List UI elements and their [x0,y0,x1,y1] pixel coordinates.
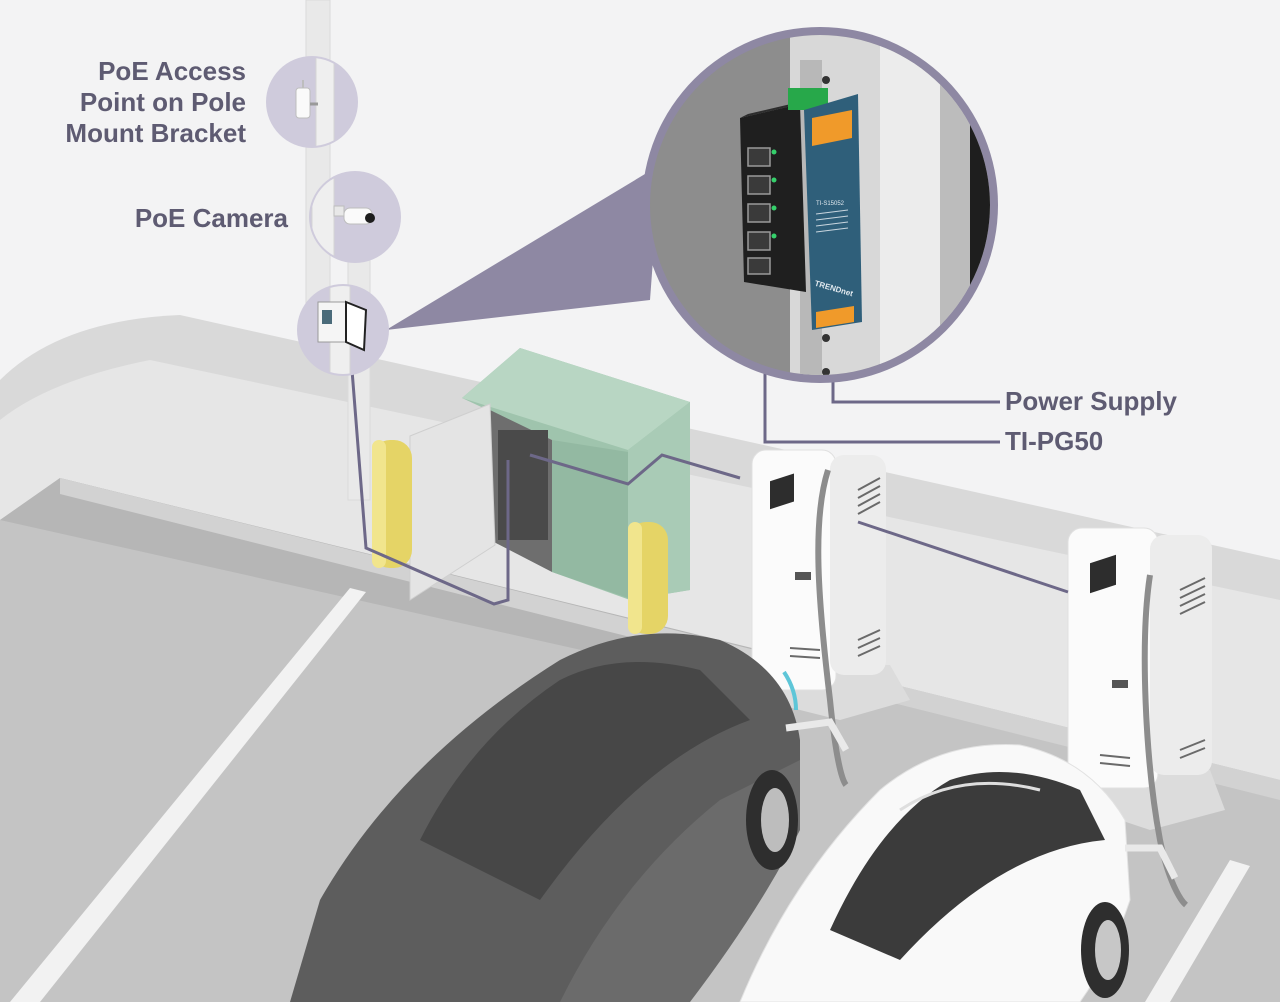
dark-car [290,633,850,1002]
cable-cabinet-to-charger-1 [529,453,741,486]
ti-pg50-switch-image [740,100,808,292]
camera-circle [309,171,401,263]
label-ti-pg50: TI-PG50 [1005,426,1104,456]
lot-shadow [0,478,760,690]
white-car [739,744,1179,1002]
cable-charger-1-to-charger-2 [857,520,1069,594]
power-supply-image: TI-S15052 TRENDnet [788,88,862,330]
enclosure-box-circle [297,284,389,376]
svg-text:TI-S15052: TI-S15052 [816,201,845,207]
label-ap-line-2: Point on Pole [79,87,246,117]
label-ap-line-3: Mount Bracket [65,118,246,148]
label-ap-line-1: PoE Access [98,56,246,86]
ev-charger-1 [740,449,910,787]
cable-box-to-cabinet [350,369,510,606]
bollard-2 [628,522,668,634]
zoom-callout-cone [386,165,660,330]
ev-charger-2 [1050,527,1225,908]
access-point-circle [266,56,358,148]
parking-line-1 [10,588,366,1002]
label-power-supply: Power Supply [1005,386,1177,416]
access-point-icon [295,87,311,119]
label-poe-camera: PoE Camera [134,203,288,233]
bollard-1 [372,440,412,568]
label-poe-access-point: PoE Access Point on Pole Mount Bracket [20,56,246,149]
parking-line-2 [1145,860,1250,1002]
zoom-detail-circle: TI-S15052 TRENDnet [642,27,998,383]
